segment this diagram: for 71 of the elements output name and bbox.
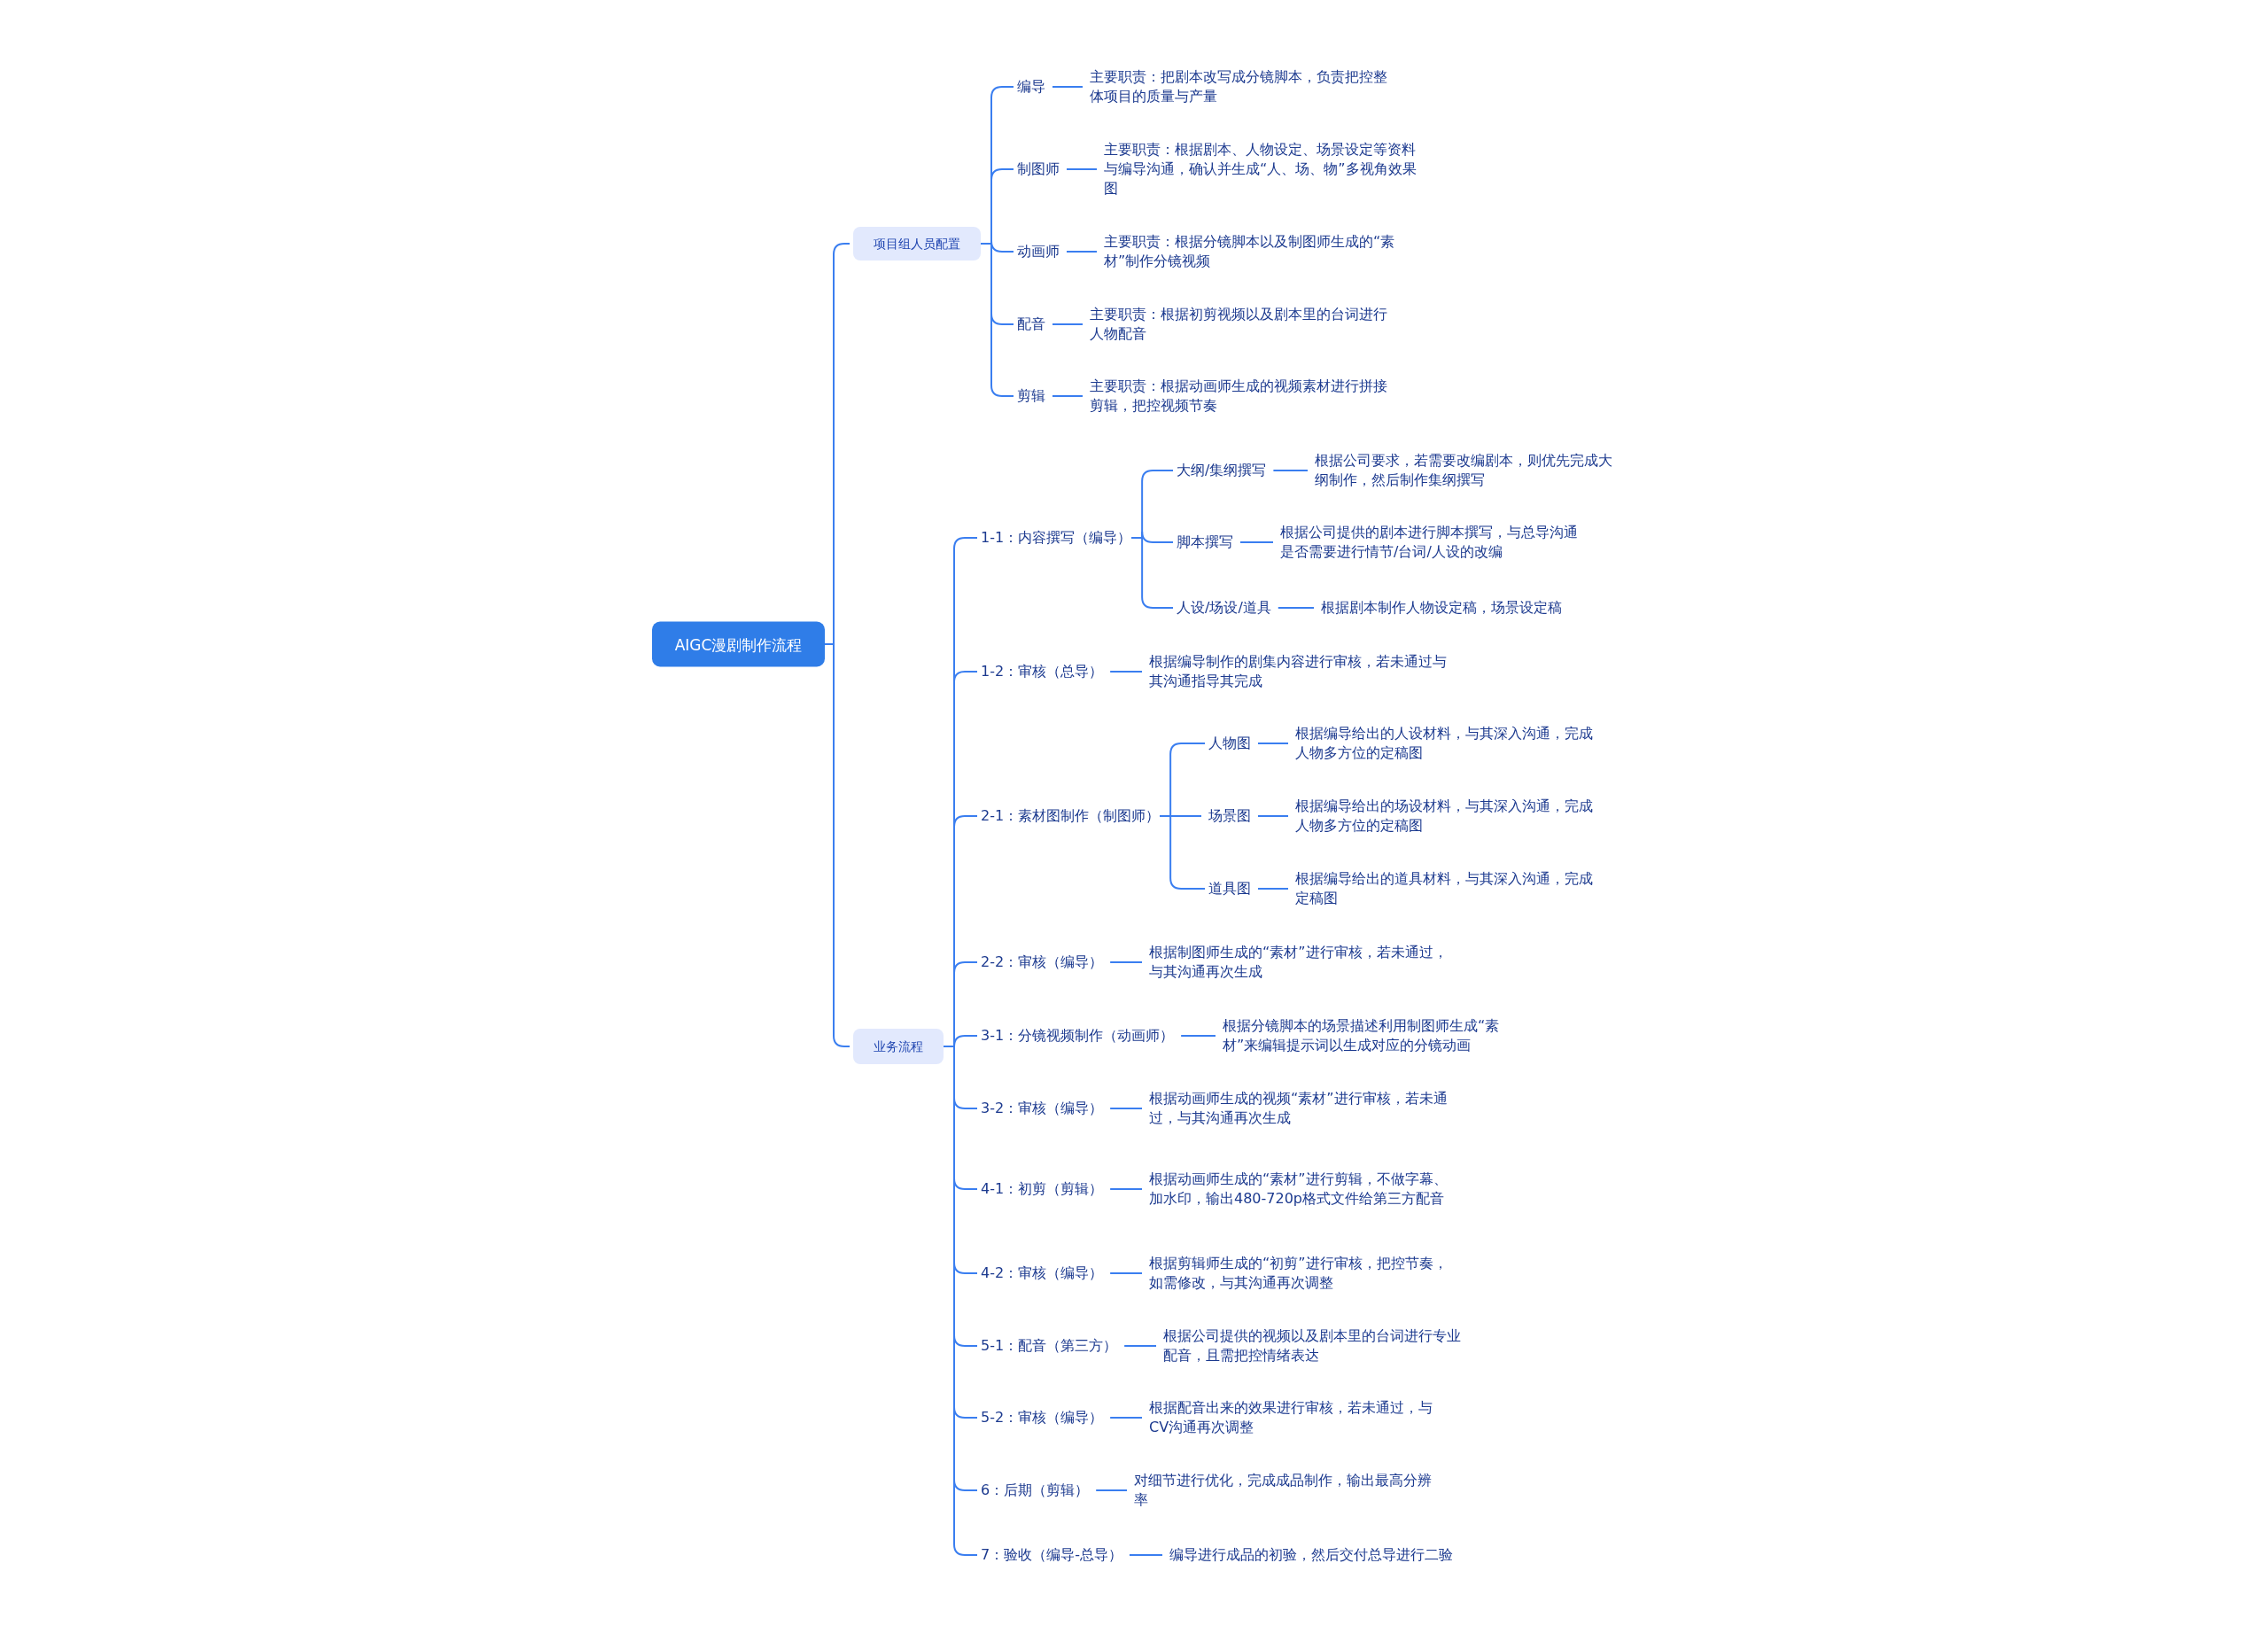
- topic-text: 人物图: [1208, 734, 1251, 753]
- connector-line: [1123, 1345, 1157, 1347]
- connector-line: [1239, 541, 1274, 543]
- topic-text: 5-2：审核（编导）: [981, 1408, 1104, 1427]
- topic-text: 人设/场设/道具: [1177, 598, 1271, 618]
- connector-line: [1109, 671, 1143, 673]
- connector-line: [1052, 323, 1084, 325]
- topic-text: 道具图: [1208, 879, 1251, 898]
- connector-line: [1109, 1108, 1143, 1109]
- connector-line: [1109, 1188, 1143, 1190]
- connector-line: [1180, 1035, 1216, 1037]
- connector-line: [1257, 743, 1289, 744]
- description-text: 编导进行成品的初验，然后交付总导进行二验: [1169, 1545, 1488, 1565]
- description-text: 主要职责：根据分镜脚本以及制图师生成的“素材”制作分镜视频: [1104, 232, 1423, 271]
- topic-text: 动画师: [1017, 242, 1060, 261]
- topic-text: 3-2：审核（编导）: [981, 1099, 1104, 1118]
- topic-text: 剪辑: [1017, 386, 1045, 406]
- topic-text: 2-1：素材图制作（制图师）: [981, 806, 1161, 826]
- topic-text: 制图师: [1017, 159, 1060, 179]
- topic-text: 场景图: [1208, 806, 1251, 826]
- connector-line: [1159, 815, 1206, 890]
- topic-text: 4-2：审核（编导）: [981, 1264, 1104, 1283]
- description-text: 根据编导给出的场设材料，与其深入沟通，完成人物多方位的定稿图: [1295, 797, 1596, 836]
- connector-line: [1128, 1554, 1163, 1556]
- connector-line: [1109, 1417, 1143, 1419]
- connector-line: [1257, 888, 1289, 890]
- description-text: 根据动画师生成的“素材”进行剪辑，不做字幕、加水印，输出480-720p格式文件给第三方配音: [1149, 1170, 1450, 1209]
- description-text: 根据编导制作的剧集内容进行审核，若未通过与其沟通指导其完成: [1149, 652, 1450, 691]
- description-text: 根据公司提供的视频以及剧本里的台词进行专业配音，且需把控情绪表达: [1163, 1326, 1469, 1365]
- branch-topic-box: 项目组人员配置: [853, 227, 981, 261]
- branch-topic-box: 业务流程: [853, 1029, 944, 1064]
- description-text: 根据分镜脚本的场景描述利用制图师生成“素材”来编辑提示词以生成对应的分镜动画: [1223, 1016, 1528, 1055]
- topic-text: 6：后期（剪辑）: [981, 1481, 1090, 1500]
- connector-line: [1257, 815, 1289, 817]
- topic-text: 大纲/集纲撰写: [1177, 461, 1267, 480]
- description-text: 对细节进行优化，完成成品制作，输出最高分辨率: [1134, 1471, 1435, 1510]
- description-text: 主要职责：根据动画师生成的视频素材进行拼接剪辑，把控视频节奏: [1090, 377, 1391, 416]
- topic-text: 2-2：审核（编导）: [981, 953, 1104, 972]
- topic-text: 1-1：内容撰写（编导）: [981, 528, 1132, 548]
- description-text: 根据公司提供的剧本进行脚本撰写，与总导沟通是否需要进行情节/台词/人设的改编: [1280, 523, 1586, 562]
- connector-line: [1052, 395, 1084, 397]
- connector-line: [1066, 251, 1098, 253]
- topic-text: 1-2：审核（总导）: [981, 662, 1104, 681]
- topic-text: 5-1：配音（第三方）: [981, 1336, 1118, 1356]
- description-text: 根据剪辑师生成的“初剪”进行审核，把控节奏，如需修改，与其沟通再次调整: [1149, 1254, 1450, 1293]
- topic-text: 配音: [1017, 315, 1045, 334]
- connector-line: [1052, 86, 1084, 88]
- connector-line: [1109, 1272, 1143, 1274]
- description-text: 主要职责：根据初剪视频以及剧本里的台词进行人物配音: [1090, 305, 1391, 344]
- topic-text: 脚本撰写: [1177, 533, 1233, 552]
- description-text: 根据配音出来的效果进行审核，若未通过，与CV沟通再次调整: [1149, 1398, 1450, 1437]
- connector-line: [1095, 1489, 1128, 1491]
- description-text: 根据编导给出的人设材料，与其深入沟通，完成人物多方位的定稿图: [1295, 724, 1596, 763]
- connector-line: [1109, 961, 1143, 963]
- connector-line: [1066, 168, 1098, 170]
- connector-line: [1277, 607, 1315, 609]
- description-text: 根据公司要求，若需要改编剧本，则优先完成大纲制作，然后制作集纲撰写: [1315, 451, 1616, 490]
- topic-text: 3-1：分镜视频制作（动画师）: [981, 1026, 1175, 1046]
- connector-line: [1130, 537, 1174, 609]
- connector-line: [980, 243, 1014, 397]
- connector-line: [1272, 470, 1309, 471]
- description-text: 根据编导给出的道具材料，与其深入沟通，完成定稿图: [1295, 869, 1596, 908]
- topic-text: 4-1：初剪（剪辑）: [981, 1179, 1104, 1199]
- description-text: 根据剧本制作人物设定稿，场景设定稿: [1321, 598, 1604, 618]
- topic-text: 7：验收（编导-总导）: [981, 1545, 1122, 1565]
- description-text: 根据制图师生成的“素材”进行审核，若未通过，与其沟通再次生成: [1149, 943, 1450, 982]
- topic-text: 编导: [1017, 77, 1045, 97]
- root-topic-box: AIGC漫剧制作流程: [652, 621, 825, 667]
- description-text: 根据动画师生成的视频“素材”进行审核，若未通过，与其沟通再次生成: [1149, 1089, 1450, 1128]
- description-text: 主要职责：把剧本改写成分镜脚本，负责把控整体项目的质量与产量: [1090, 67, 1400, 106]
- description-text: 主要职责：根据剧本、人物设定、场景设定等资料与编导沟通，确认并生成“人、场、物”多视角效果图: [1104, 140, 1423, 198]
